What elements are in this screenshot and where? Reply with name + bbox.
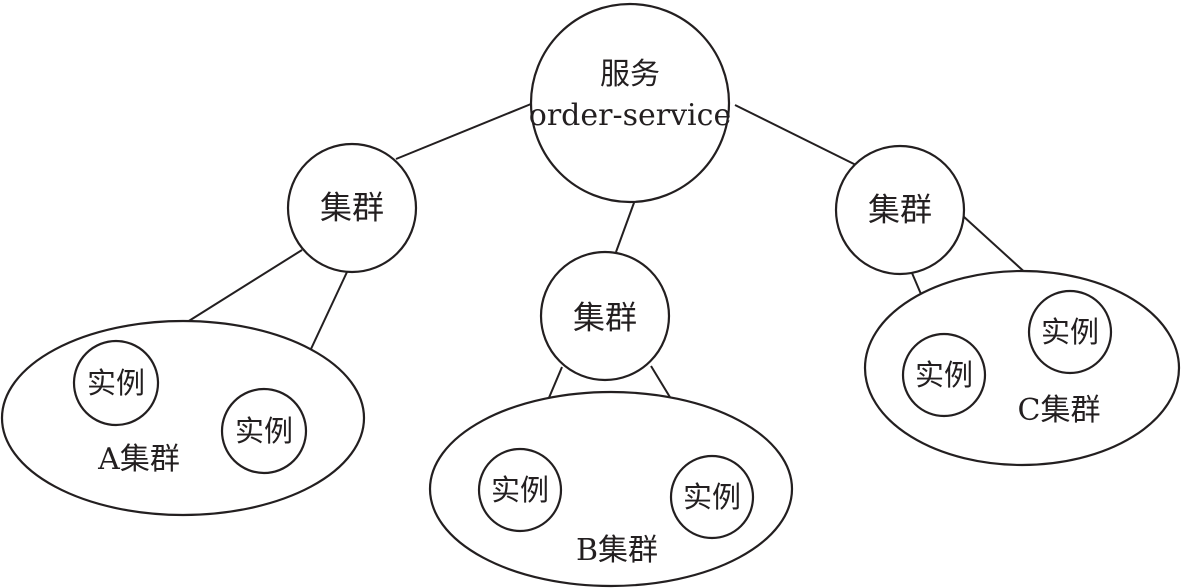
cluster-c-instance-2-label: 实例 <box>1041 315 1099 349</box>
cluster-b-node <box>539 250 671 382</box>
cluster-a-instance-1-node <box>72 339 160 427</box>
cluster-c-instance-2-node <box>1027 289 1113 375</box>
edge-service-cluster-b <box>615 199 636 253</box>
cluster-c-instance-1-label: 实例 <box>915 358 973 392</box>
cluster-a-instance-2-node <box>220 387 308 475</box>
edge-service-cluster-a <box>395 103 532 160</box>
edge-service-cluster-c <box>734 104 857 166</box>
cluster-a-label: 集群 <box>320 189 384 227</box>
cluster-b-group-label: B集群 <box>576 533 658 568</box>
cluster-b-label: 集群 <box>573 299 637 337</box>
cluster-c-node <box>834 144 966 276</box>
cluster-a-instance-2-label: 实例 <box>235 414 293 448</box>
cluster-a-group-label: A集群 <box>97 442 180 477</box>
cluster-b-instance-2-label: 实例 <box>683 480 741 514</box>
cluster-c-instance-1-node <box>901 332 987 418</box>
service-node <box>529 2 731 204</box>
cluster-c-group-label: C集群 <box>1018 393 1101 428</box>
cluster-b-instance-1-label: 实例 <box>491 473 549 507</box>
cluster-b-instance-1-node <box>477 447 563 533</box>
cluster-c-label: 集群 <box>868 191 932 229</box>
service-title: 服务 <box>600 57 660 92</box>
cluster-a-instance-1-label: 实例 <box>87 366 145 400</box>
service-name: order-service <box>529 98 731 133</box>
cluster-b-instance-2-node <box>669 454 755 540</box>
cluster-a-group-ellipse <box>0 319 366 517</box>
cluster-a-node <box>286 142 418 274</box>
